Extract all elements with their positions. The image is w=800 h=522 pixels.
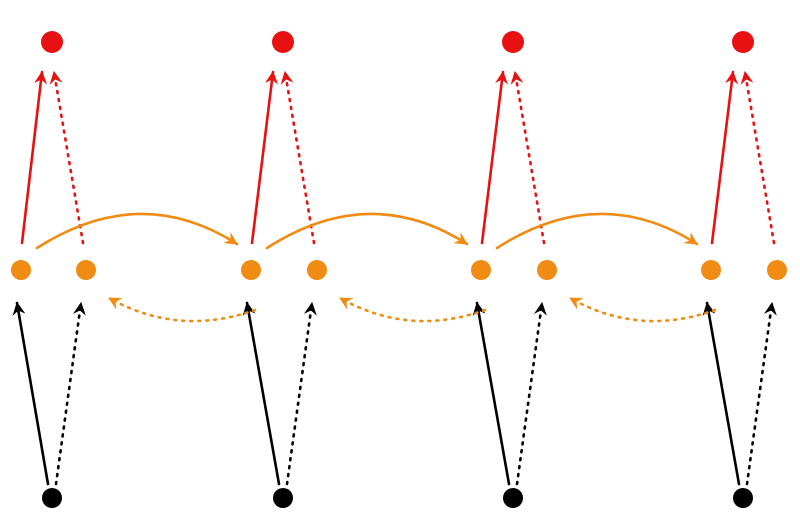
edge-input-to-backward-3 xyxy=(515,301,547,486)
input-node-2 xyxy=(273,488,293,508)
forward-hidden-node-3 xyxy=(471,260,491,280)
edge-backward-recurrent-3 xyxy=(338,296,487,323)
edge-input-to-backward-4 xyxy=(745,301,777,486)
edges-layer xyxy=(12,70,777,486)
edge-backward-recurrent-4 xyxy=(568,296,717,323)
output-node-2 xyxy=(272,31,294,53)
input-node-4 xyxy=(733,488,753,508)
edge-backward-to-output-3 xyxy=(510,70,546,245)
output-node-4 xyxy=(732,31,754,53)
output-node-1 xyxy=(41,31,63,53)
forward-hidden-node-1 xyxy=(11,260,31,280)
forward-hidden-node-2 xyxy=(241,260,261,280)
edge-backward-recurrent-2 xyxy=(107,296,257,323)
edge-backward-to-output-4 xyxy=(740,70,776,245)
input-node-3 xyxy=(503,488,523,508)
edge-input-to-backward-2 xyxy=(285,301,317,486)
edge-input-to-forward-2 xyxy=(242,301,281,486)
backward-hidden-node-1 xyxy=(76,260,96,280)
edge-forward-recurrent-3 xyxy=(495,212,699,250)
edge-forward-recurrent-1 xyxy=(35,212,239,250)
edge-forward-to-output-3 xyxy=(480,70,508,245)
backward-hidden-node-2 xyxy=(307,260,327,280)
edge-input-to-forward-3 xyxy=(472,301,511,486)
edge-input-to-backward-1 xyxy=(54,301,86,486)
edge-backward-to-output-2 xyxy=(280,70,316,245)
edge-forward-to-output-4 xyxy=(710,70,738,245)
edge-input-to-forward-1 xyxy=(12,301,50,486)
edge-backward-to-output-1 xyxy=(49,70,85,245)
edge-input-to-forward-4 xyxy=(702,301,741,486)
output-node-3 xyxy=(502,31,524,53)
backward-hidden-node-3 xyxy=(537,260,557,280)
input-node-1 xyxy=(42,488,62,508)
nodes-layer xyxy=(11,31,787,508)
edge-forward-to-output-1 xyxy=(20,70,48,245)
forward-hidden-node-4 xyxy=(701,260,721,280)
edge-forward-to-output-2 xyxy=(250,70,278,245)
edge-forward-recurrent-2 xyxy=(265,212,469,250)
backward-hidden-node-4 xyxy=(767,260,787,280)
